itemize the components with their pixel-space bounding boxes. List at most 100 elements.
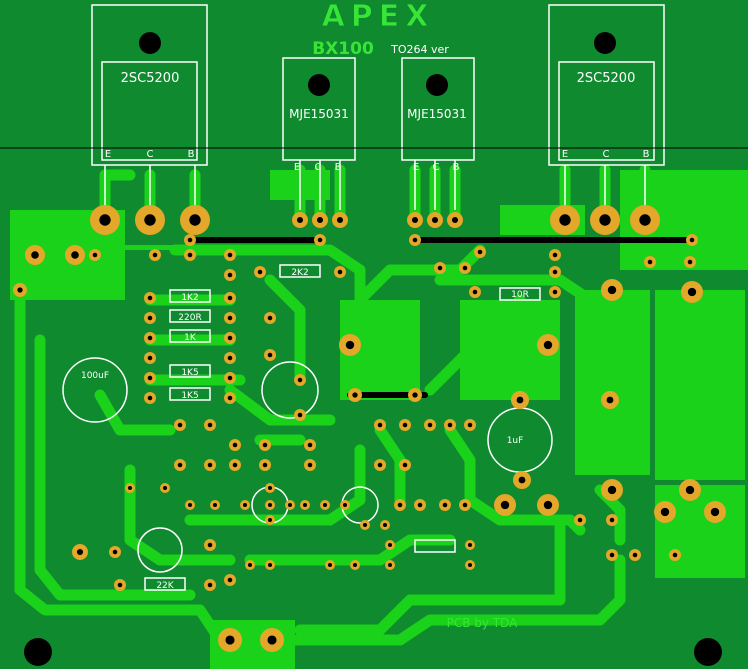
pad-drill-48	[462, 265, 468, 271]
pad-drill-71	[462, 502, 468, 508]
pad-drill-105	[388, 543, 392, 547]
q4-mount-hole	[594, 32, 616, 54]
pad-drill-39	[543, 340, 553, 350]
pad-drill-55	[177, 462, 183, 468]
pad-drill-94	[268, 486, 272, 490]
pad-drill-29	[227, 355, 233, 361]
pad-drill-118	[187, 237, 193, 243]
q1-part-label: 2SC5200	[121, 71, 180, 86]
pad-drill-1	[144, 214, 156, 226]
pad-drill-3	[296, 216, 304, 224]
pad-drill-45	[552, 289, 558, 295]
pad-drill-121	[689, 237, 695, 243]
pad-drill-9	[559, 214, 571, 226]
pad-drill-92	[383, 523, 387, 527]
pad-drill-41	[606, 396, 614, 404]
pad-drill-79	[710, 507, 720, 517]
pad-drill-36	[297, 377, 303, 383]
pad-drill-106	[388, 563, 392, 567]
pad-drill-103	[328, 563, 332, 567]
pad-drill-111	[672, 552, 678, 558]
pad-drill-61	[262, 462, 268, 468]
pad-drill-8	[451, 216, 459, 224]
pad-drill-77	[607, 485, 617, 495]
q3-pin-b: B	[453, 162, 460, 173]
mounting-holes	[24, 32, 722, 666]
pad-drill-38	[345, 340, 355, 350]
pad-drill-2	[189, 214, 201, 226]
corner-hole-right	[694, 638, 722, 666]
c-label-2: 100uF	[81, 371, 109, 381]
pad-drill-46	[552, 269, 558, 275]
pad-drill-59	[262, 442, 268, 448]
pad-drill-72	[417, 502, 423, 508]
pad-drill-25	[227, 272, 233, 278]
pad-drill-62	[307, 462, 313, 468]
r-label-8: 10R	[511, 290, 529, 300]
q4-die	[558, 61, 655, 161]
pad-drill-53	[177, 422, 183, 428]
pad-drill-27	[227, 315, 233, 321]
pad-drill-50	[477, 249, 483, 255]
pad-drill-7	[431, 216, 439, 224]
pad-drill-58	[232, 462, 238, 468]
pad-drill-110	[632, 552, 638, 558]
pad-drill-117	[412, 392, 418, 398]
pad-drill-28	[227, 335, 233, 341]
pad-drill-120	[412, 237, 418, 243]
pad-drill-22	[147, 355, 153, 361]
pad-drill-76	[518, 476, 526, 484]
pad-drill-104	[353, 563, 357, 567]
pad-drill-12	[31, 251, 39, 259]
r-label-4: 1K	[184, 333, 197, 343]
pad-drill-15	[152, 252, 158, 258]
pad-drill-101	[248, 563, 252, 567]
pad-drill-98	[117, 582, 123, 588]
pad-drill-93	[268, 518, 272, 522]
q1-pin-e: E	[105, 149, 111, 160]
pad-drill-44	[472, 289, 478, 295]
pad-drill-116	[352, 392, 358, 398]
q2-body	[282, 57, 356, 161]
pad-drill-43	[687, 287, 697, 297]
solder-pads	[13, 205, 726, 652]
pad-drill-67	[467, 422, 473, 428]
pad-drill-82	[163, 486, 167, 490]
pad-drill-11	[639, 214, 651, 226]
pad-drill-102	[268, 563, 272, 567]
q2-pin-e: E	[294, 162, 300, 173]
pad-drill-90	[343, 503, 347, 507]
pad-drill-37	[297, 412, 303, 418]
pad-drill-34	[267, 315, 273, 321]
pad-drill-74	[500, 500, 510, 510]
pad-drill-112	[609, 517, 615, 523]
pad-drill-73	[397, 502, 403, 508]
pad-drill-64	[402, 422, 408, 428]
pad-drill-81	[128, 486, 132, 490]
pad-drill-78	[685, 485, 695, 495]
pad-drill-108	[468, 563, 472, 567]
pad-drill-75	[543, 500, 553, 510]
pad-drill-80	[660, 507, 670, 517]
q3-pin-e: E	[413, 162, 419, 173]
pad-drill-113	[577, 517, 583, 523]
q1-pin-c: C	[147, 149, 154, 160]
pad-drill-54	[207, 422, 213, 428]
pad-drill-42	[607, 285, 617, 295]
c-label-1: 1uF	[507, 436, 524, 446]
q4-body	[548, 4, 665, 166]
pad-drill-83	[188, 503, 192, 507]
r-label-7: 22K	[156, 581, 174, 591]
pad-drill-63	[377, 422, 383, 428]
pad-drill-31	[227, 395, 233, 401]
q3-mount-hole	[426, 74, 448, 96]
pad-drill-10	[599, 214, 611, 226]
pad-drill-33	[337, 269, 343, 275]
pad-drill-86	[268, 503, 272, 507]
pad-drill-18	[17, 287, 23, 293]
pad-drill-56	[207, 462, 213, 468]
pad-drill-30	[227, 375, 233, 381]
r-label-6: 1K5	[181, 391, 198, 401]
pad-drill-114	[225, 635, 235, 645]
model-text: BX100	[312, 39, 374, 59]
